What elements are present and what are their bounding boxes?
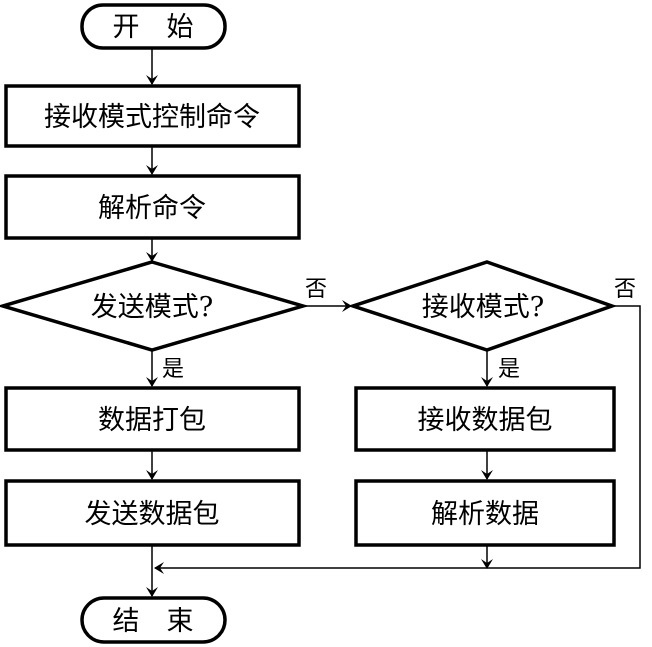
end-terminal [80,596,227,644]
receive-packet-box [354,386,616,452]
send-yes-label: 是 [162,357,184,382]
receive-no-label: 否 [614,277,636,302]
parse-data-box [354,479,616,547]
parse-command-label: 解析命令 [98,193,206,224]
start-terminal [80,3,227,50]
receive-yes-label: 是 [498,357,520,382]
start-label: 开 始 [113,12,194,43]
no-receive-line [154,305,641,574]
pack-data-label: 数据打包 [98,405,206,436]
end-label: 结 束 [113,606,194,637]
send-mode-label: 发送模式? [91,292,213,323]
send-no-label: 否 [305,277,327,302]
parse-data-label: 解析数据 [431,499,539,530]
send-packet-label: 发送数据包 [85,499,220,530]
receive-command-label: 接收模式控制命令 [44,102,260,133]
receive-packet-label: 接收数据包 [418,405,553,436]
receive-mode-label: 接收模式? [422,292,544,323]
